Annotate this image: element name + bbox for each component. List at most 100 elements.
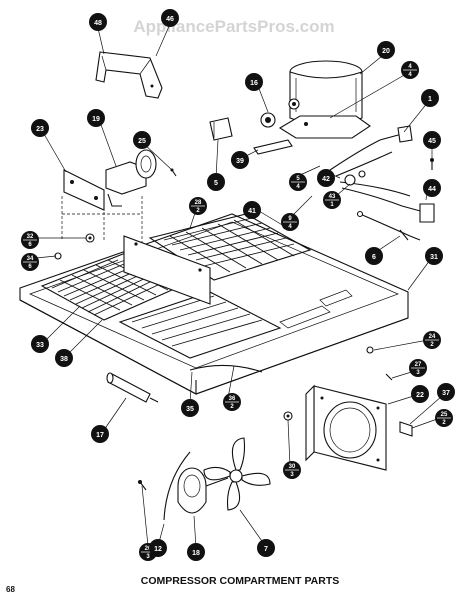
callout-25-2: 25 2 bbox=[435, 409, 453, 427]
callout-label: 45 bbox=[428, 138, 436, 145]
callout-19: 19 bbox=[87, 109, 105, 127]
callout-label: 27 bbox=[415, 362, 422, 368]
callout-label: 9 bbox=[288, 216, 292, 222]
callout-label: 25 bbox=[441, 412, 448, 418]
callout-17: 17 bbox=[91, 425, 109, 443]
part-screw-32 bbox=[85, 233, 95, 243]
callout-30-3: 30 3 bbox=[283, 461, 301, 479]
callout-qty: 2 bbox=[430, 342, 434, 348]
callout-36-2: 36 2 bbox=[223, 393, 241, 411]
callout-label: 12 bbox=[154, 546, 162, 553]
part-bracket-23 bbox=[63, 169, 105, 211]
callout-label: 4 bbox=[408, 64, 412, 70]
callout-qty: 4 bbox=[296, 184, 300, 190]
part-clip-37 bbox=[399, 421, 413, 437]
callout-label: 7 bbox=[264, 546, 268, 553]
callout-label: 32 bbox=[27, 234, 34, 240]
callout-27-3: 27 3 bbox=[409, 359, 427, 377]
callout-qty: 2 bbox=[196, 208, 200, 214]
callout-label: 35 bbox=[186, 406, 194, 413]
callout-label: 38 bbox=[60, 356, 68, 363]
assembly-leader-lines bbox=[61, 196, 143, 244]
callout-23: 23 bbox=[31, 119, 49, 137]
callout-label: 42 bbox=[322, 176, 330, 183]
part-compressor-20 bbox=[278, 60, 371, 139]
part-screw-26 bbox=[138, 480, 147, 491]
callout-42: 42 bbox=[317, 169, 335, 187]
diagram-title: COMPRESSOR COMPARTMENT PARTS bbox=[141, 575, 340, 587]
callout-28-2: 28 2 bbox=[189, 197, 207, 215]
page-number: 68 bbox=[6, 585, 15, 594]
part-screw-45 bbox=[430, 158, 434, 170]
part-bracket-48 bbox=[95, 51, 163, 99]
callout-qty: 6 bbox=[28, 264, 32, 270]
callout-9-4: 9 4 bbox=[281, 213, 299, 231]
part-base-pan-31 bbox=[19, 213, 409, 395]
callout-label: 26 bbox=[145, 546, 152, 552]
callout-5: 5 bbox=[207, 173, 225, 191]
callout-4-4: 4 4 bbox=[401, 61, 419, 79]
part-relay-5 bbox=[209, 117, 233, 141]
part-clip-39 bbox=[253, 139, 293, 155]
callout-label: 5 bbox=[296, 176, 300, 182]
callout-32-6: 32 6 bbox=[21, 231, 39, 249]
part-screw-24 bbox=[366, 346, 374, 354]
callout-qty: 3 bbox=[416, 370, 420, 376]
callout-25: 25 bbox=[133, 131, 151, 149]
callout-label: 24 bbox=[429, 334, 436, 340]
callout-5-4: 5 4 bbox=[289, 173, 307, 191]
callout-qty: 4 bbox=[408, 72, 412, 78]
callout-label: 16 bbox=[250, 80, 258, 87]
callout-39: 39 bbox=[231, 151, 249, 169]
callout-label: 30 bbox=[289, 464, 296, 470]
callout-label: 1 bbox=[428, 96, 432, 103]
part-screw-27 bbox=[385, 373, 393, 381]
callout-label: 25 bbox=[138, 138, 146, 145]
callout-label: 23 bbox=[36, 126, 44, 133]
callout-qty: 2 bbox=[442, 420, 446, 426]
callout-label: 39 bbox=[236, 158, 244, 165]
callout-1: 1 bbox=[421, 89, 439, 107]
part-wire-6 bbox=[356, 210, 421, 241]
callout-45: 45 bbox=[423, 131, 441, 149]
callout-18: 18 bbox=[187, 543, 205, 561]
callout-label: 22 bbox=[416, 392, 424, 399]
callout-label: 28 bbox=[195, 200, 202, 206]
part-fan-motor-19 bbox=[105, 149, 157, 207]
callout-label: 34 bbox=[27, 256, 34, 262]
callout-46: 46 bbox=[161, 9, 179, 27]
callout-qty: 3 bbox=[146, 554, 150, 560]
callout-qty: 4 bbox=[288, 224, 292, 230]
callout-label: 44 bbox=[428, 186, 436, 193]
callout-7: 7 bbox=[257, 539, 275, 557]
callout-label: 37 bbox=[442, 390, 450, 397]
callout-22: 22 bbox=[411, 385, 429, 403]
callout-label: 5 bbox=[214, 180, 218, 187]
watermark: AppliancePartsPros.com bbox=[133, 17, 334, 36]
callout-label: 33 bbox=[36, 342, 44, 349]
callout-31: 31 bbox=[425, 247, 443, 265]
callout-qty: 2 bbox=[230, 404, 234, 410]
callout-label: 17 bbox=[96, 432, 104, 439]
part-fan-blade-7 bbox=[203, 437, 271, 511]
callout-label: 48 bbox=[94, 20, 102, 27]
callout-qty: 3 bbox=[290, 472, 294, 478]
callout-24-2: 24 2 bbox=[423, 331, 441, 349]
callout-35: 35 bbox=[181, 399, 199, 417]
part-fan-shroud-22 bbox=[305, 384, 387, 471]
part-grommet-30 bbox=[283, 411, 293, 421]
part-divider-panel-28 bbox=[123, 235, 211, 305]
callout-12-real: 12 bbox=[149, 539, 167, 557]
callout-41: 41 bbox=[243, 201, 261, 219]
callout-48: 48 bbox=[89, 13, 107, 31]
callout-label: 36 bbox=[229, 396, 236, 402]
callout-34-6: 34 6 bbox=[21, 253, 39, 271]
callout-label: 31 bbox=[430, 254, 438, 261]
callout-label: 6 bbox=[372, 254, 376, 261]
callout-label: 19 bbox=[92, 116, 100, 123]
part-fan-motor-18 bbox=[177, 467, 229, 514]
callout-33: 33 bbox=[31, 335, 49, 353]
callout-label: 46 bbox=[166, 16, 174, 23]
